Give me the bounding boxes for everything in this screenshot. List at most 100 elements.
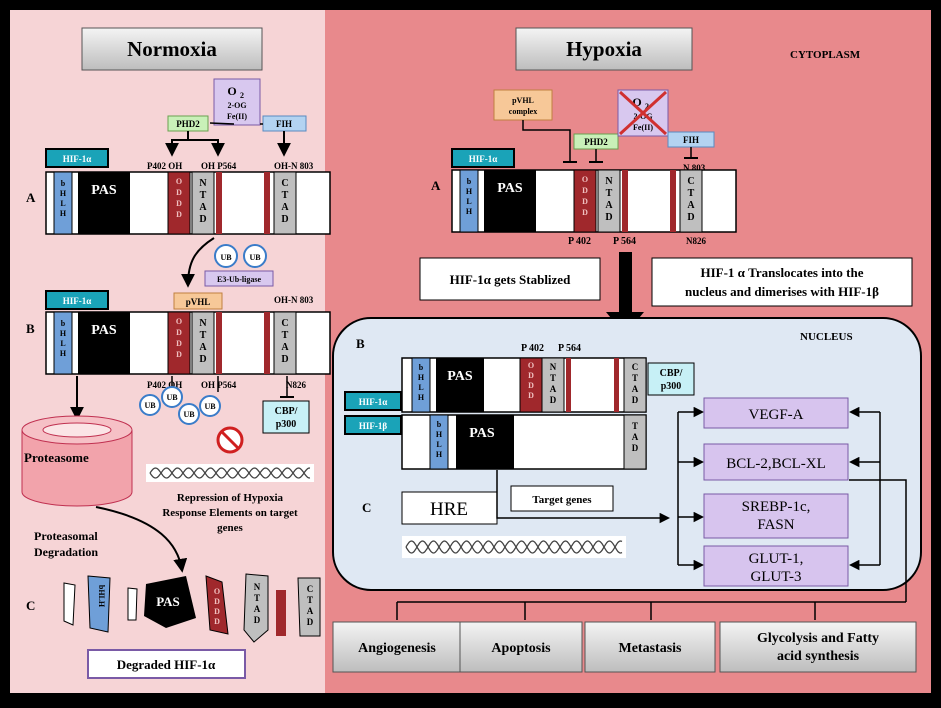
svg-text:T: T (200, 190, 207, 201)
svg-text:T: T (282, 330, 289, 341)
svg-text:b: b (419, 363, 424, 372)
svg-text:b: b (61, 319, 66, 328)
normoxia-cbp-box (262, 400, 310, 434)
svg-text:H: H (436, 450, 443, 459)
proteasome-label: Proteasome (24, 450, 89, 465)
svg-text:O: O (214, 587, 220, 596)
svg-text:T: T (282, 190, 289, 201)
svg-text:H: H (466, 187, 473, 196)
svg-text:O: O (176, 317, 182, 326)
nucleus-label: NUCLEUS (800, 331, 853, 343)
svg-text:D: D (281, 214, 288, 225)
svg-text:b: b (61, 179, 66, 188)
translocates-box (651, 257, 913, 307)
svg-text:FIH: FIH (683, 135, 699, 145)
svg-text:T: T (632, 373, 638, 383)
outcome-box: Metastasis (584, 621, 716, 673)
svg-text:D: D (176, 350, 182, 359)
degradation-line-2: Degradation (34, 545, 98, 559)
hre-box (401, 491, 498, 525)
svg-text:N: N (199, 318, 207, 329)
bhlh-domain (411, 357, 431, 413)
gene-box: VEGF-A (703, 397, 849, 429)
target-genes-box (510, 485, 614, 512)
normoxia-hif1a-tag-a (45, 148, 109, 168)
ub-label: UB (183, 410, 195, 419)
svg-text:H: H (466, 207, 473, 216)
svg-text:O: O (227, 84, 236, 98)
pas-domain (456, 415, 514, 469)
normoxia-hif1a-tag-b (45, 290, 109, 310)
svg-text:C: C (281, 178, 288, 189)
outcome-box: Glycolysis and Fatty acid synthesis (719, 621, 917, 673)
svg-text:D: D (176, 339, 182, 348)
svg-text:L: L (418, 383, 423, 392)
outcome-label: Angiogenesis (358, 641, 436, 656)
hypoxia-hif1a-tag (451, 148, 515, 168)
svg-text:H: H (418, 373, 425, 382)
svg-text:D: D (176, 188, 182, 197)
nucleus-site-p402: P 402 (521, 343, 544, 354)
bhlh-domain (53, 311, 73, 375)
svg-text:complex: complex (509, 107, 537, 116)
svg-text:HIF-1β: HIF-1β (359, 421, 387, 431)
svg-text:C: C (632, 362, 639, 372)
ub-label: UB (204, 402, 216, 411)
svg-text:CBP/: CBP/ (660, 368, 683, 379)
nucleus-site-p564: P 564 (558, 343, 581, 354)
ub-label: UB (249, 253, 261, 262)
svg-text:D: D (687, 212, 694, 223)
hypoxia-site-n826: N826 (686, 236, 706, 246)
degraded-fragments: bHLH PAS (63, 573, 321, 643)
svg-text:D: D (281, 354, 288, 365)
outcome-label: acid synthesis (777, 649, 860, 664)
svg-text:H: H (60, 349, 67, 358)
outcome-label: Glycolysis and Fatty (757, 631, 879, 646)
svg-text:2-OG: 2-OG (633, 112, 652, 121)
degradation-line-1: Proteasomal (34, 529, 98, 543)
tad-domain (623, 414, 647, 470)
svg-text:D: D (199, 354, 206, 365)
svg-text:H: H (418, 393, 425, 402)
svg-text:N: N (199, 178, 207, 189)
normoxia-site-n803: OH-N 803 (274, 161, 314, 171)
svg-text:p300: p300 (661, 381, 682, 392)
pas-domain (436, 358, 484, 412)
ctad-domain (273, 171, 297, 235)
outcome-box: Apoptosis (459, 621, 583, 673)
repression-line-3: genes (217, 522, 243, 534)
svg-text:D: D (582, 197, 588, 206)
normoxia-ub-e3: UB UB E3-Ub-ligase (204, 244, 274, 287)
prohibition-icon (216, 426, 244, 454)
normoxia-site-p564: OH P564 (201, 161, 237, 171)
hypoxia-site-n803: N 803 (683, 163, 706, 173)
svg-text:O: O (632, 95, 641, 109)
svg-text:T: T (688, 188, 695, 199)
stabilized-label: HIF-1α gets Stablized (450, 272, 571, 287)
svg-text:2: 2 (645, 102, 649, 111)
svg-text:PHD2: PHD2 (584, 137, 608, 147)
cytoplasm-label: CYTOPLASM (790, 49, 861, 61)
tad-label: TAD (632, 421, 639, 453)
svg-text:A: A (199, 202, 207, 213)
translocation-arrow (606, 252, 644, 335)
svg-text:O: O (176, 177, 182, 186)
pas-domain (78, 172, 130, 234)
normoxia-oxygen-box: O 2 2-OG Fe(II) (213, 78, 261, 126)
hre-label: HRE (430, 499, 468, 520)
svg-text:A: A (307, 606, 314, 616)
pvhl-complex-box (493, 89, 553, 121)
svg-text:D: D (254, 615, 261, 625)
gene-label: FASN (757, 517, 794, 533)
pas-label: PAS (91, 183, 117, 198)
